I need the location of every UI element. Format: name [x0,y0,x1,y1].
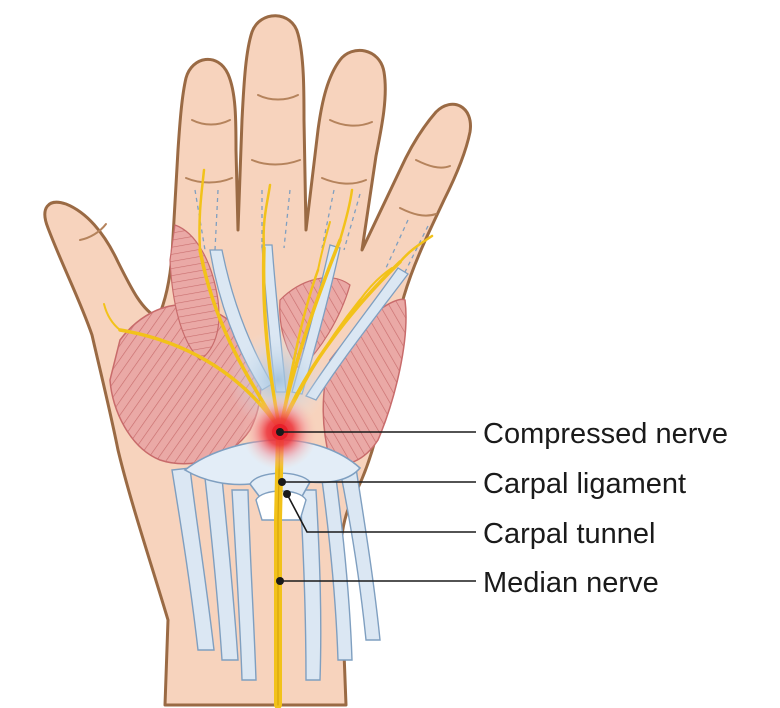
dot-compressed-nerve [276,428,284,436]
tendon-sheaths [194,189,429,275]
dot-carpal-ligament [278,478,286,486]
label-carpal-tunnel: Carpal tunnel [483,518,656,550]
finger-creases [79,94,451,241]
leader-dots [276,428,291,585]
label-carpal-ligament: Carpal ligament [483,468,686,500]
label-median-nerve: Median nerve [483,567,659,599]
dot-carpal-tunnel [283,490,291,498]
wrist-tendons [171,467,381,681]
leader-carpal-tunnel [286,493,476,533]
dot-median-nerve [276,577,284,585]
leader-lines [280,431,476,582]
label-compressed-nerve: Compressed nerve [483,418,728,450]
